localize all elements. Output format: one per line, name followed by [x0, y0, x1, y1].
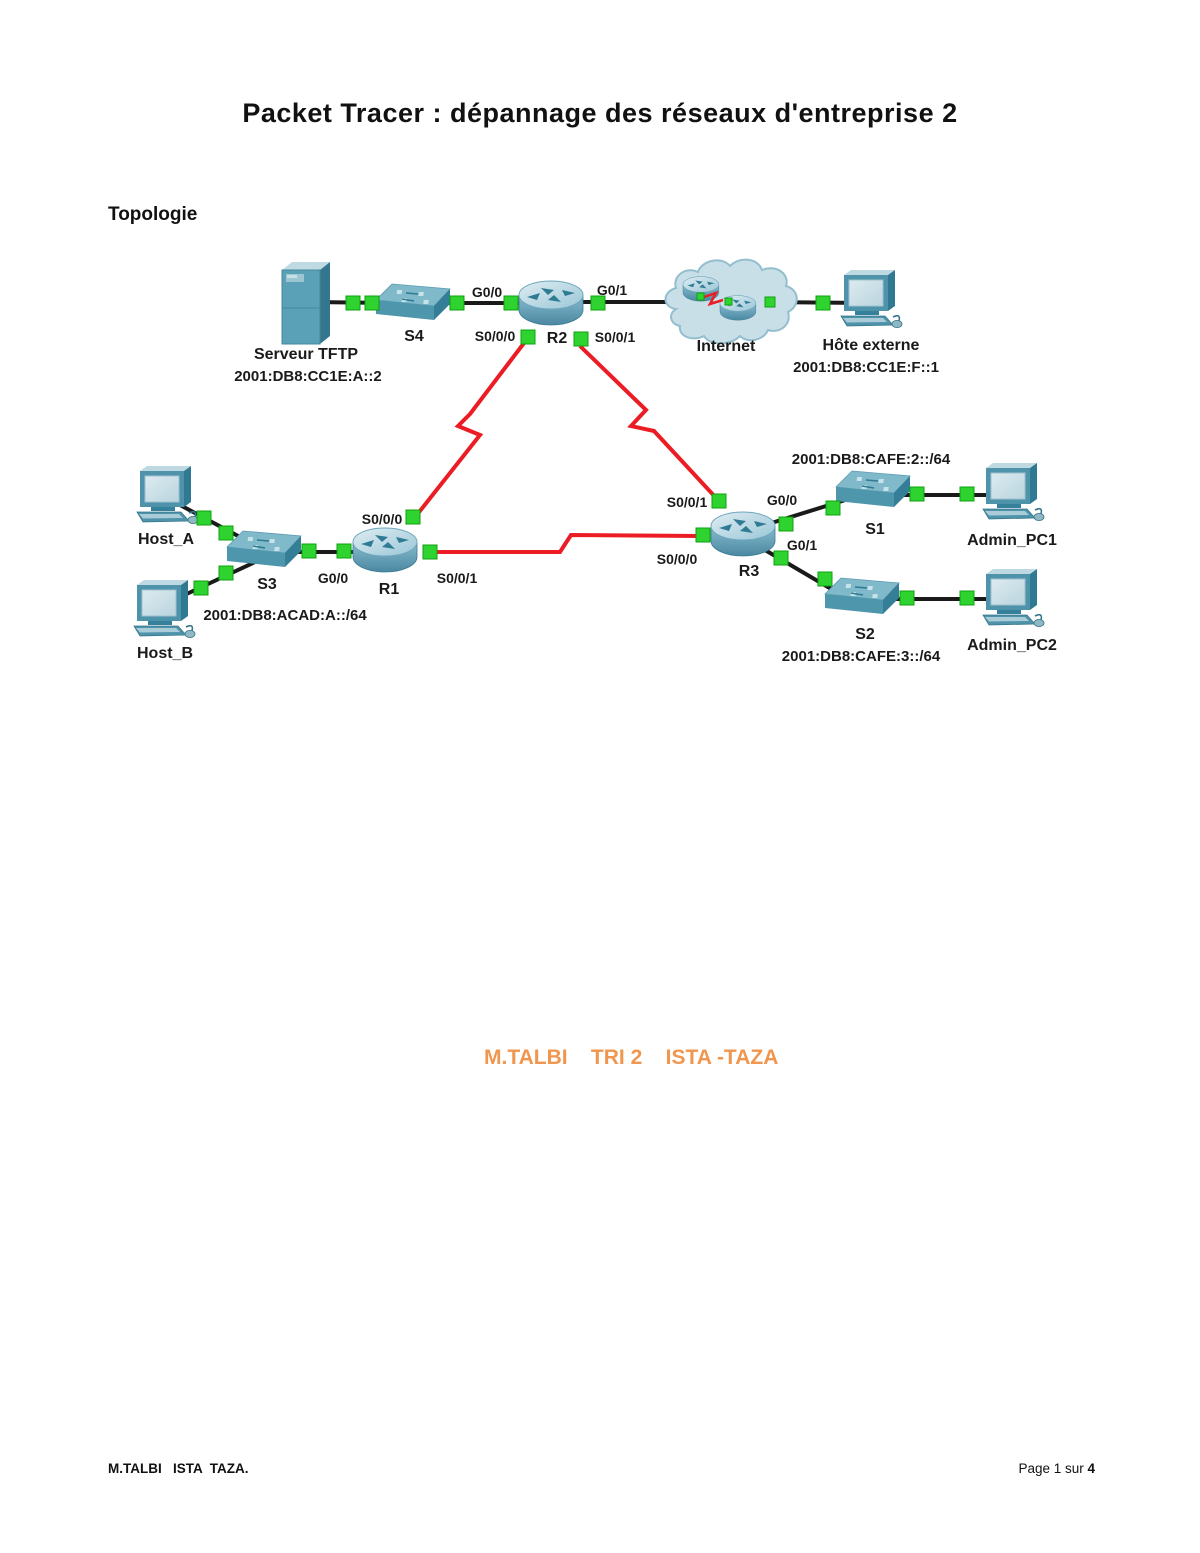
label-r2-s0-0-0: S0/0/0: [475, 328, 516, 344]
switch-icon-s2: [824, 577, 900, 615]
link-status-indicator: [301, 543, 317, 559]
section-heading-topologie: Topologie: [108, 204, 198, 225]
footer-author: M.TALBI ISTA TAZA.: [108, 1461, 249, 1476]
pc-icon-host-a: [136, 465, 199, 525]
label-r2: R2: [547, 330, 568, 347]
footer-page-indicator: Page 1 sur 4: [1018, 1461, 1095, 1476]
link-status-indicator: [778, 516, 794, 532]
label-s2: S2: [855, 626, 875, 643]
page-footer: M.TALBI ISTA TAZA. Page 1 sur 4: [0, 1461, 1200, 1481]
link-status-indicator: [695, 527, 711, 543]
label-s3-network: 2001:DB8:ACAD:A::/64: [203, 607, 367, 624]
pc-icon-admin-pc1: [982, 462, 1045, 522]
pc-icon-host-b: [133, 579, 196, 639]
label-host-b: Host_B: [137, 645, 193, 662]
label-r2-s0-0-1: S0/0/1: [595, 329, 636, 345]
label-server: Serveur TFTP: [254, 346, 358, 363]
switch-icon-s3: [226, 530, 302, 568]
link-status-indicator: [573, 331, 589, 347]
link-status-indicator: [696, 292, 705, 301]
link-status-indicator: [449, 295, 465, 311]
link-status-indicator: [899, 590, 915, 606]
link-status-indicator: [196, 510, 212, 526]
link-serial-r1-r3: [431, 532, 701, 554]
label-r3-g0-0: G0/0: [767, 492, 798, 508]
label-s2-network: 2001:DB8:CAFE:3::/64: [782, 648, 941, 665]
link-status-indicator: [405, 509, 421, 525]
link-status-indicator: [590, 295, 606, 311]
label-r1: R1: [379, 581, 400, 598]
label-r3: R3: [739, 563, 760, 580]
label-r1-s0-0-1: S0/0/1: [437, 570, 478, 586]
footer-page-number: 4: [1087, 1461, 1095, 1476]
serial-links: [414, 341, 720, 554]
pc-icon-admin-pc2: [982, 568, 1045, 628]
link-status-indicator: [764, 296, 776, 308]
link-status-indicator: [193, 580, 209, 596]
label-admin-pc1: Admin_PC1: [967, 532, 1057, 549]
watermark-author: M.TALBI TRI 2 ISTA -TAZA: [484, 1046, 779, 1069]
link-status-indicator: [909, 486, 925, 502]
link-status-indicator: [815, 295, 831, 311]
label-s1-network: 2001:DB8:CAFE:2::/64: [792, 451, 951, 468]
label-s1: S1: [865, 521, 885, 538]
switch-icon-s4: [375, 283, 451, 321]
label-host-a: Host_A: [138, 531, 194, 548]
label-external-host: Hôte externe: [823, 337, 920, 354]
link-status-indicators: [193, 292, 975, 606]
link-status-indicator: [959, 590, 975, 606]
link-status-indicator: [711, 493, 727, 509]
network-topology-diagram: Serveur TFTP 2001:DB8:CC1E:A::2 S4 G0/0 …: [133, 258, 1057, 665]
label-internet: Internet: [697, 338, 756, 355]
link-status-indicator: [817, 571, 833, 587]
router-icon-r2: [518, 280, 584, 326]
cloud-serial-link: [703, 290, 724, 307]
router-icon-r3: [710, 511, 776, 557]
label-r2-g0-0: G0/0: [472, 284, 503, 300]
label-r2-g0-1: G0/1: [597, 282, 628, 298]
label-admin-pc2: Admin_PC2: [967, 637, 1057, 654]
link-serial-r2-r3: [578, 344, 720, 502]
link-status-indicator: [422, 544, 438, 560]
link-status-indicator: [724, 297, 733, 306]
label-s4: S4: [404, 328, 424, 345]
link-hostb-s3: [177, 560, 256, 600]
link-serial-r1-r2: [414, 341, 526, 518]
label-r3-g0-1: G0/1: [787, 537, 818, 553]
link-status-indicator: [336, 543, 352, 559]
label-r3-s0-0-1: S0/0/1: [667, 494, 708, 510]
link-status-indicator: [218, 525, 234, 541]
router-icon-r1: [352, 527, 418, 573]
pc-icon-external-host: [840, 269, 903, 329]
link-status-indicator: [520, 329, 536, 345]
label-r1-s0-0-0: S0/0/0: [362, 511, 403, 527]
label-server-address: 2001:DB8:CC1E:A::2: [234, 368, 382, 385]
link-status-indicator: [364, 295, 380, 311]
label-r3-s0-0-0: S0/0/0: [657, 551, 698, 567]
label-external-host-address: 2001:DB8:CC1E:F::1: [793, 359, 939, 376]
link-status-indicator: [825, 500, 841, 516]
switch-icon-s1: [835, 470, 911, 508]
footer-page-prefix: Page 1 sur: [1018, 1461, 1088, 1476]
label-r1-g0-0: G0/0: [318, 570, 349, 586]
link-status-indicator: [959, 486, 975, 502]
link-status-indicator: [773, 550, 789, 566]
link-status-indicator: [503, 295, 519, 311]
label-s3: S3: [257, 576, 277, 593]
server-icon-tftp: [281, 261, 331, 345]
page-title: Packet Tracer : dépannage des réseaux d'…: [242, 98, 958, 128]
link-status-indicator: [345, 295, 361, 311]
link-status-indicator: [218, 565, 234, 581]
